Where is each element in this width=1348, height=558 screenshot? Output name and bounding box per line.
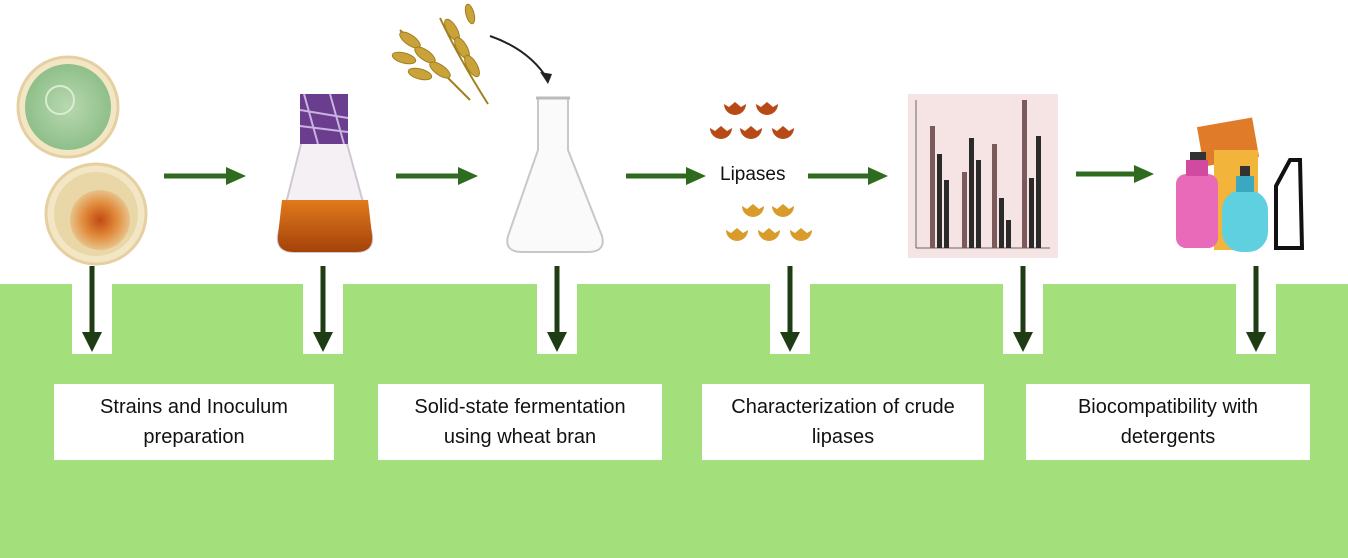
detergent-bottles-icon [1176,117,1305,252]
flow-arrows [164,165,1154,185]
down-arrows [82,266,1266,352]
step-label-fermentation: Solid-state fermentation using wheat bra… [378,384,662,460]
bar-chart-icon [908,94,1058,258]
step-label-biocompatibility: Biocompatibility with detergents [1026,384,1310,460]
lipase-molecule-icon [710,102,812,241]
wheat-icon [391,3,489,105]
step-label-characterization: Characterization of crude lipases [702,384,984,460]
step-label-strains: Strains and Inoculum preparation [54,384,334,460]
wheat-arrow [489,35,549,81]
petri-dish-icon [16,55,148,266]
empty-flask-icon [506,96,604,253]
flask-culture-icon [276,93,374,253]
lipases-label: Lipases [720,164,786,185]
